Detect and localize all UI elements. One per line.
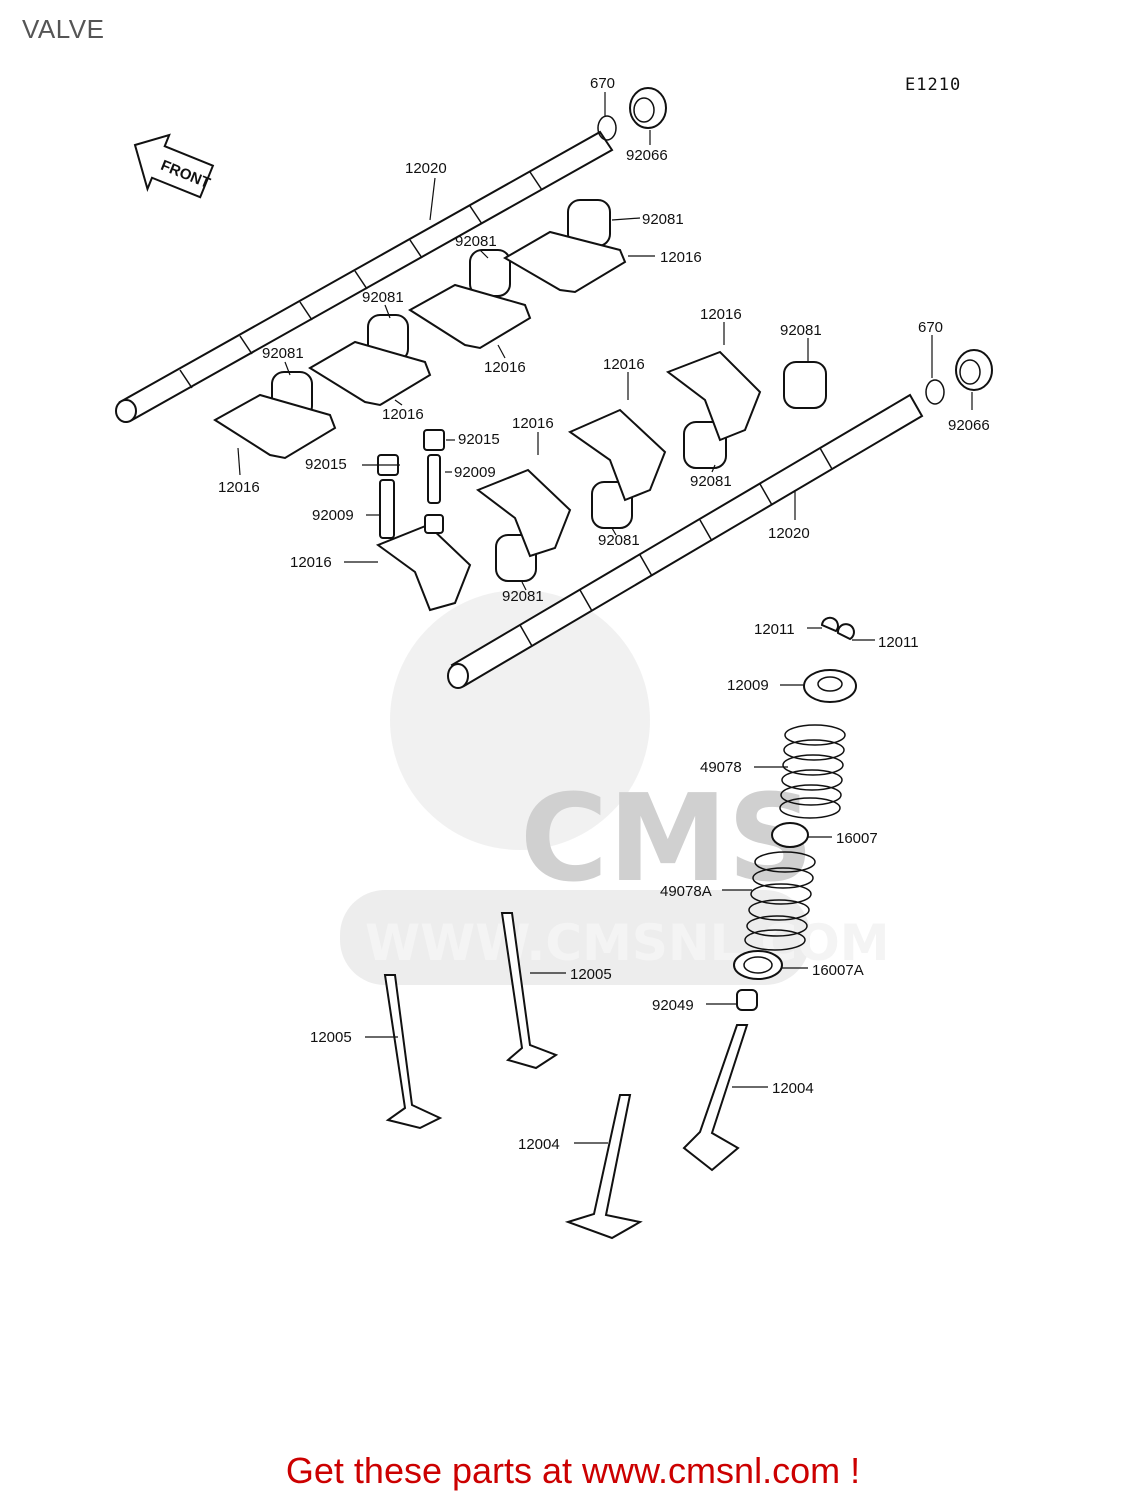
spring-retainer: [803, 669, 857, 703]
label-92066-lower: 92066: [948, 417, 990, 434]
camshaft-lower: [447, 393, 924, 689]
plug-upper: [597, 87, 667, 141]
watermark: CMS WWW.CMSNL.COM: [340, 590, 890, 985]
label-49078: 49078: [700, 759, 742, 776]
adjusters: [377, 429, 445, 539]
label-12011-right: 12011: [878, 634, 919, 651]
diagram-code: E1210: [905, 75, 961, 95]
label-92009-a: 92009: [454, 464, 496, 481]
page-title: VALVE: [22, 14, 105, 44]
label-92081-c: 92081: [362, 289, 404, 306]
exhaust-valve-right: [500, 912, 559, 1070]
front-arrow-icon: FRONT: [133, 133, 215, 199]
label-12016-d: 12016: [700, 306, 742, 323]
label-12009: 12009: [727, 677, 769, 694]
watermark-url: WWW.CMSNL.COM: [365, 914, 890, 972]
label-12016-g: 12016: [218, 479, 260, 496]
label-92081-a: 92081: [642, 211, 684, 228]
label-16007A: 16007A: [812, 962, 864, 979]
label-670-upper: 670: [590, 75, 615, 92]
label-92015-a: 92015: [458, 431, 500, 448]
part-labels: 670 92066 12020 92081 12016 92081 92081 …: [218, 75, 990, 1153]
inner-spring: [744, 851, 816, 951]
label-12020-lower: 12020: [768, 525, 810, 542]
label-92081-d: 92081: [262, 345, 304, 362]
valve-stem-seal: [736, 989, 758, 1011]
label-92009-b: 92009: [312, 507, 354, 524]
label-12005-right: 12005: [570, 966, 612, 983]
parts-diagram: CMS WWW.CMSNL.COM FRONT E1210: [115, 75, 993, 1240]
label-92081-b: 92081: [455, 233, 497, 250]
exhaust-valve-left: [383, 974, 443, 1130]
label-12016-a: 12016: [660, 249, 702, 266]
label-92066-upper: 92066: [626, 147, 668, 164]
label-670-lower: 670: [918, 319, 943, 336]
label-92049: 92049: [652, 997, 694, 1014]
plug-lower: [925, 349, 993, 405]
label-12016-h: 12016: [290, 554, 332, 571]
spring-seat-upper: [771, 822, 809, 848]
intake-valve-left: [564, 1094, 643, 1240]
label-49078A: 49078A: [660, 883, 712, 900]
label-12005-left: 12005: [310, 1029, 352, 1046]
label-12004-left: 12004: [518, 1136, 560, 1153]
label-12011-left: 12011: [754, 621, 795, 638]
label-92015-b: 92015: [305, 456, 347, 473]
label-12020-upper: 12020: [405, 160, 447, 177]
label-92081-g: 92081: [598, 532, 640, 549]
label-92081-f: 92081: [690, 473, 732, 490]
footer-link[interactable]: Get these parts at www.cmsnl.com !: [285, 1450, 861, 1491]
label-92081-e: 92081: [780, 322, 822, 339]
intake-valve-right: [682, 1024, 749, 1172]
label-12016-c: 12016: [382, 406, 424, 423]
label-92081-h: 92081: [502, 588, 544, 605]
label-12016-e: 12016: [603, 356, 645, 373]
label-16007: 16007: [836, 830, 878, 847]
rocker-arms: [213, 230, 762, 612]
leader-lines: [237, 92, 973, 1144]
label-12016-f: 12016: [512, 415, 554, 432]
label-12016-b: 12016: [484, 359, 526, 376]
label-12004-right: 12004: [772, 1080, 814, 1097]
valve-keepers: [820, 616, 855, 641]
camshaft-upper: [115, 130, 614, 423]
spring-seat-lower: [733, 950, 783, 980]
outer-spring: [779, 724, 846, 819]
